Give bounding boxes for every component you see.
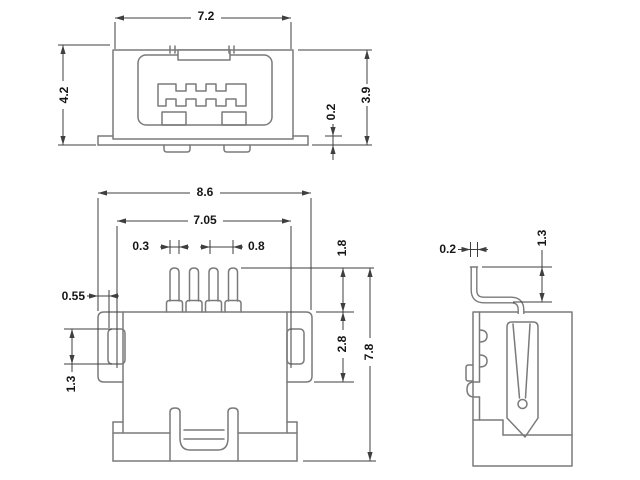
contact-bump-1 [478, 329, 488, 343]
side-body-outline [472, 311, 573, 467]
pin-1 [165, 267, 184, 313]
board-tab-right [223, 144, 251, 153]
contact-slot [157, 83, 247, 107]
contact-fork [506, 321, 539, 438]
board-tab-left [163, 144, 191, 153]
side-view-dimensions: 0.2 1.3 [439, 229, 552, 303]
flange-right [286, 311, 313, 383]
mounting-plate [97, 135, 309, 153]
side-boss [465, 364, 474, 382]
dim-label-front-flange-height: 2.8 [335, 335, 349, 352]
dim-label-front-pin-height: 1.8 [335, 239, 349, 256]
front-view-outline [97, 267, 313, 462]
dim-label-top-width: 7.2 [198, 9, 215, 23]
dim-label-front-slot-height: 1.3 [64, 375, 78, 392]
base [112, 407, 298, 462]
dim-label-front-pin-pitch: 0.8 [248, 239, 265, 253]
bottom-notch-right [221, 111, 247, 126]
top-view: 7.2 4.2 3.9 0.2 [57, 9, 373, 160]
contact-hook [466, 381, 481, 398]
dim-label-front-overall-width: 8.6 [197, 185, 214, 199]
dim-label-side-lead-height: 1.3 [535, 229, 549, 246]
dim-label-side-lead-thickness: 0.2 [439, 242, 456, 256]
solder-lead [469, 266, 525, 314]
fork-tip-hole [517, 398, 528, 410]
flange-left [97, 311, 124, 383]
dim-label-front-side-offset: 0.55 [62, 289, 86, 303]
front-view-dimensions: 8.6 7.05 0.3 0.8 0.55 [62, 185, 376, 462]
side-view-outline [465, 266, 573, 467]
dim-label-front-overall-height: 7.8 [362, 343, 376, 360]
shield-clip [169, 407, 239, 462]
flange-slot-right [286, 328, 305, 365]
dim-label-top-overall-depth: 4.2 [57, 86, 71, 103]
contact-bump-2 [478, 354, 488, 368]
dim-label-front-pin-width: 0.3 [132, 239, 149, 253]
dim-label-top-tab-thickness: 0.2 [324, 103, 338, 120]
latch-tab [177, 49, 231, 61]
pin-4 [224, 267, 242, 313]
top-view-outline [97, 45, 309, 153]
side-view: 0.2 1.3 [439, 229, 573, 467]
bottom-notch-left [161, 111, 187, 126]
top-view-dimensions: 7.2 4.2 3.9 0.2 [57, 9, 373, 160]
dim-label-top-body-depth: 3.9 [359, 86, 373, 103]
front-view: 8.6 7.05 0.3 0.8 0.55 [62, 185, 376, 462]
pin-2 [185, 267, 203, 313]
dim-label-front-shell-width: 7.05 [193, 213, 217, 227]
pin-3 [204, 267, 223, 313]
